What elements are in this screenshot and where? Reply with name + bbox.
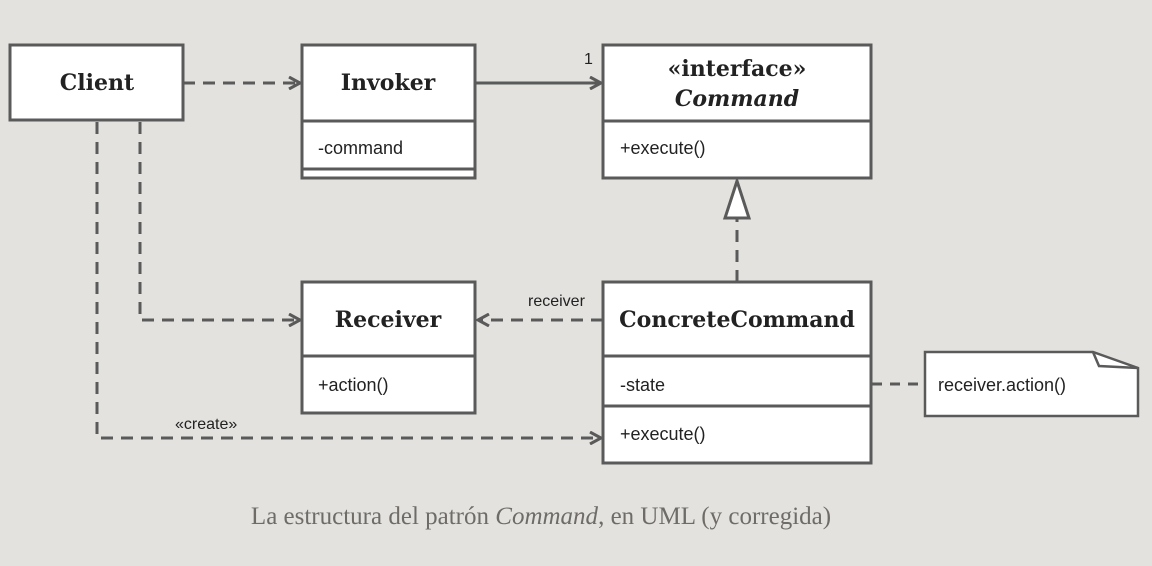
client-to-receiver-dependency bbox=[138, 122, 300, 320]
class-invoker: Invoker -command bbox=[300, 43, 477, 180]
receiver-operation: +action() bbox=[318, 375, 389, 395]
invoker-name: Invoker bbox=[341, 70, 436, 96]
concretecommand-name: ConcreteCommand bbox=[619, 307, 855, 333]
class-command-interface: «interface» Command +execute() bbox=[601, 43, 873, 180]
multiplicity-label: 1 bbox=[584, 51, 593, 68]
client-name: Client bbox=[60, 70, 135, 96]
invoker-attribute: -command bbox=[318, 138, 403, 158]
receiver-role-label: receiver bbox=[528, 293, 586, 310]
concretecommand-operation: +execute() bbox=[620, 424, 706, 444]
note: receiver.action() bbox=[923, 350, 1140, 418]
class-concretecommand: ConcreteCommand -state +execute() bbox=[601, 280, 873, 465]
caption-text-start: La estructura del patrón bbox=[250, 503, 496, 530]
class-receiver: Receiver +action() bbox=[300, 280, 477, 415]
command-stereotype: «interface» bbox=[668, 56, 807, 82]
class-client: Client bbox=[8, 43, 185, 122]
command-name: Command bbox=[675, 86, 799, 112]
create-stereotype-label: «create» bbox=[175, 416, 237, 433]
command-operation: +execute() bbox=[620, 138, 706, 158]
uml-diagram: Client Invoker -command «interface» Comm… bbox=[8, 43, 1140, 465]
client-create-concretecommand-dependency bbox=[95, 122, 601, 438]
note-text: receiver.action() bbox=[938, 375, 1066, 395]
realization-triangle bbox=[722, 176, 752, 220]
concretecommand-attribute: -state bbox=[620, 375, 665, 395]
figure-caption: La estructura del patrón Command, en UML… bbox=[0, 503, 1082, 531]
caption-text-end: , en UML (y corregida) bbox=[598, 503, 832, 530]
caption-italic-text: Command bbox=[495, 503, 599, 530]
receiver-name: Receiver bbox=[335, 307, 442, 333]
